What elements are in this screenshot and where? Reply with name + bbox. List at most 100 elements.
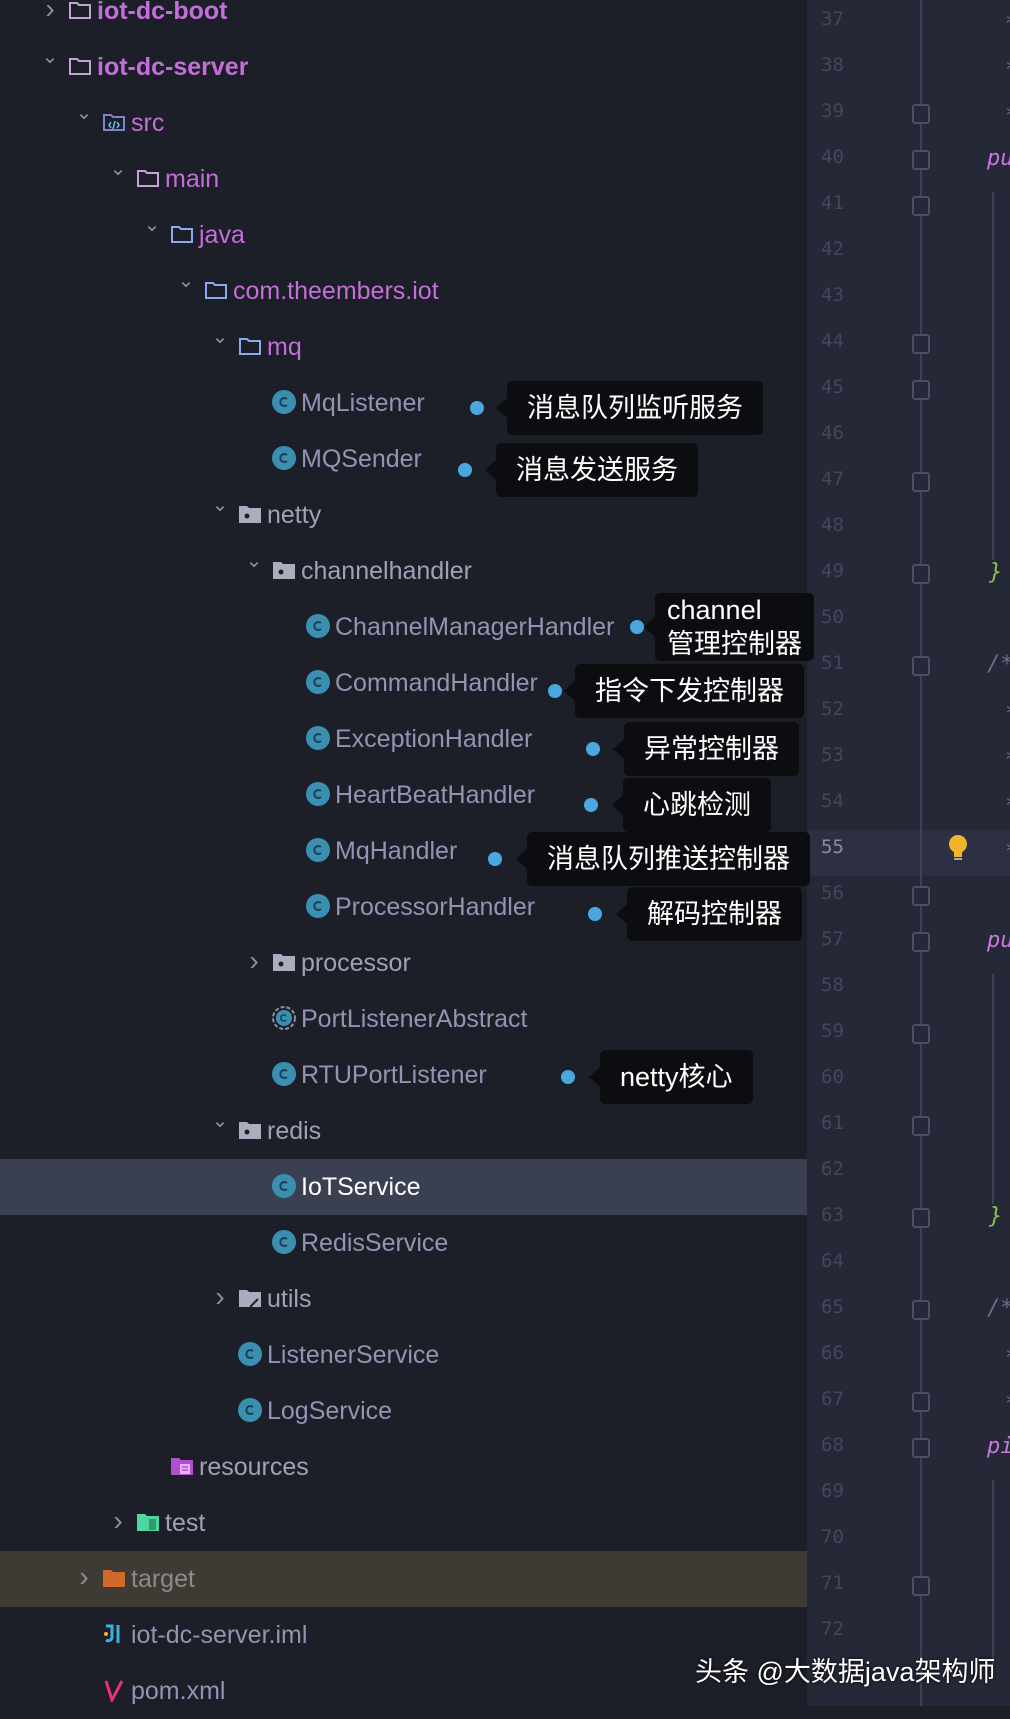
tree-item-test[interactable]: › test (0, 1495, 807, 1551)
tree-item-iot-dc-server-iml[interactable]: iot-dc-server.iml (0, 1607, 807, 1663)
chevron-down-icon[interactable]: ⌄ (41, 46, 59, 68)
tree-item-channelhandler[interactable]: ⌄channelhandler (0, 543, 807, 599)
tree-item-iot-dc-server[interactable]: ⌄ iot-dc-server (0, 39, 807, 95)
chevron-down-icon[interactable]: ⌄ (211, 1110, 229, 1132)
tree-item-redis[interactable]: ⌄ redis (0, 1103, 807, 1159)
code-fragment: /* (987, 1296, 1010, 1321)
fold-marker-icon[interactable] (912, 380, 930, 400)
fold-marker-icon[interactable] (912, 334, 930, 354)
class-icon (272, 390, 296, 414)
tree-item-commandhandler[interactable]: CommandHandler (0, 655, 807, 711)
fold-marker-icon[interactable] (912, 1576, 930, 1596)
fold-marker-icon[interactable] (912, 886, 930, 906)
annotation-dot (586, 742, 600, 756)
tree-item-java[interactable]: ⌄java (0, 207, 807, 263)
fold-marker-icon[interactable] (912, 1392, 930, 1412)
tree-item-com-theembers-iot[interactable]: ⌄ com.theembers.iot (0, 263, 807, 319)
tree-item-iot-dc-boot[interactable]: › iot-dc-boot (0, 0, 807, 39)
chevron-down-icon[interactable]: ⌄ (211, 326, 229, 348)
line-number: 62 (821, 1158, 844, 1180)
fold-marker-icon[interactable] (912, 472, 930, 492)
maven-pom-icon (102, 1678, 126, 1704)
tree-item-label: MqHandler (335, 837, 458, 865)
chevron-down-icon[interactable]: ⌄ (245, 550, 263, 572)
annotation-dot (561, 1070, 575, 1084)
line-number: 59 (821, 1020, 844, 1042)
chevron-down-icon[interactable]: ⌄ (211, 494, 229, 516)
excluded-folder-icon (102, 1566, 126, 1590)
code-fragment: } (989, 560, 1003, 585)
chevron-down-icon[interactable]: ⌄ (177, 270, 195, 292)
tree-item-listenerservice[interactable]: ListenerService (0, 1327, 807, 1383)
tree-item-portlistenerabstract[interactable]: PortListenerAbstract (0, 991, 807, 1047)
code-fragment: pi (987, 1434, 1010, 1459)
line-number: 54 (821, 790, 844, 812)
tree-item-mqlistener[interactable]: MqListener (0, 375, 807, 431)
tree-item-logservice[interactable]: LogService (0, 1383, 807, 1439)
tree-item-target[interactable]: › target (0, 1551, 807, 1607)
fold-marker-icon[interactable] (912, 150, 930, 170)
line-number: 70 (821, 1526, 844, 1548)
fold-marker-icon[interactable] (912, 1208, 930, 1228)
tree-item-iotservice[interactable]: IoTService (0, 1159, 807, 1215)
lightbulb-icon[interactable] (947, 834, 969, 864)
tree-item-label: target (131, 1565, 195, 1593)
line-number: 44 (821, 330, 844, 352)
fold-marker-icon[interactable] (912, 1116, 930, 1136)
tree-item-resources[interactable]: resources (0, 1439, 807, 1495)
tree-item-mq[interactable]: ⌄mq (0, 319, 807, 375)
line-number: 71 (821, 1572, 844, 1594)
tree-item-label: iot-dc-boot (97, 0, 228, 25)
fold-marker-icon[interactable] (912, 656, 930, 676)
tree-item-redisservice[interactable]: RedisService (0, 1215, 807, 1271)
line-number: 66 (821, 1342, 844, 1364)
fold-marker-icon[interactable] (912, 1300, 930, 1320)
chevron-right-icon[interactable]: › (249, 945, 259, 976)
tree-item-exceptionhandler[interactable]: ExceptionHandler (0, 711, 807, 767)
tree-item-utils[interactable]: ›utils (0, 1271, 807, 1327)
fold-marker-icon[interactable] (912, 196, 930, 216)
class-icon (306, 838, 330, 862)
code-fragment: * (1005, 840, 1010, 865)
chevron-right-icon[interactable]: › (79, 1561, 89, 1592)
line-number: 65 (821, 1296, 844, 1318)
tree-item-main[interactable]: ⌄main (0, 151, 807, 207)
annotation-callout: 消息队列推送控制器 (516, 832, 810, 886)
tree-item-label: redis (267, 1117, 322, 1145)
tree-item-channelmanagerhandler[interactable]: ChannelManagerHandler (0, 599, 807, 655)
tree-item-label: com.theembers.iot (233, 277, 439, 305)
chevron-down-icon[interactable]: ⌄ (75, 102, 93, 124)
fold-marker-icon[interactable] (912, 932, 930, 952)
folder-icon (136, 166, 160, 190)
tree-item-netty[interactable]: ⌄netty (0, 487, 807, 543)
tree-item-label: PortListenerAbstract (301, 1005, 528, 1033)
fold-marker-icon[interactable] (912, 1024, 930, 1044)
tree-item-heartbeathandler[interactable]: HeartBeatHandler (0, 767, 807, 823)
class-icon (238, 1398, 262, 1422)
chevron-down-icon[interactable]: ⌄ (109, 158, 127, 180)
tree-item-label: iot-dc-server (97, 53, 249, 81)
tree-item-processor[interactable]: ›processor (0, 935, 807, 991)
tree-item-mqhandler[interactable]: MqHandler (0, 823, 807, 879)
line-number: 67 (821, 1388, 844, 1410)
code-fragment: * (1005, 702, 1010, 727)
line-number: 39 (821, 100, 844, 122)
tree-item-src[interactable]: ⌄src (0, 95, 807, 151)
chevron-down-icon[interactable]: ⌄ (143, 214, 161, 236)
fold-marker-icon[interactable] (912, 1438, 930, 1458)
tree-item-label: IoTService (301, 1173, 421, 1201)
tree-item-processorhandler[interactable]: ProcessorHandler (0, 879, 807, 935)
current-line-highlight (807, 830, 1010, 876)
chevron-right-icon[interactable]: › (215, 1281, 225, 1312)
fold-marker-icon[interactable] (912, 564, 930, 584)
fold-marker-icon[interactable] (912, 104, 930, 124)
tree-item-label: test (165, 1509, 206, 1537)
tree-item-rtuportlistener[interactable]: RTUPortListener (0, 1047, 807, 1103)
line-number: 49 (821, 560, 844, 582)
line-number: 46 (821, 422, 844, 444)
chevron-right-icon[interactable]: › (45, 0, 55, 24)
tree-item-mqsender[interactable]: MQSender (0, 431, 807, 487)
chevron-right-icon[interactable]: › (113, 1505, 123, 1536)
tree-item-pom-xml[interactable]: pom.xml (0, 1663, 807, 1719)
annotation-dot (548, 684, 562, 698)
